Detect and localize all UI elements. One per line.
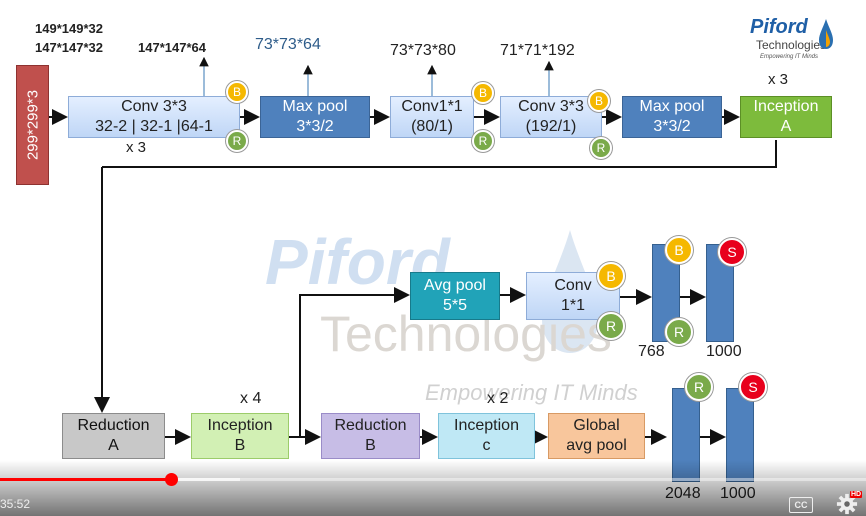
reduction-b-title: Reduction [334, 417, 407, 434]
maxpool-1-title: Max pool [282, 98, 348, 115]
badge-r-aux-conv: R [597, 312, 625, 340]
global-avg-pool-block: Global avg pool [548, 413, 645, 459]
maxpool-2-params: 3*3/2 [653, 118, 691, 135]
maxpool-1-block: Max pool 3*3/2 [260, 96, 370, 138]
maxpool-2-title: Max pool [639, 98, 705, 115]
conv3x3-b-title: Conv 3*3 [518, 98, 584, 115]
settings-gear-button[interactable]: HD [836, 491, 863, 515]
global-avg-pool-title: Global [573, 417, 620, 434]
inception-a-title: Inception [753, 98, 819, 115]
badge-r-conv3b: R [590, 137, 612, 159]
inception-b-title: Inception [207, 417, 273, 434]
inception-a-label: A [780, 118, 792, 135]
progress-scrubber-handle[interactable] [165, 473, 178, 486]
dim-147x64: 147*147*64 [138, 40, 206, 55]
badge-s-1000: S [739, 373, 767, 401]
repeat-x2-inception-c: x 2 [487, 390, 509, 407]
aux-1000-label: 1000 [706, 343, 742, 360]
badge-r-conv3: R [226, 130, 248, 152]
inception-b-block: Inception B [191, 413, 289, 459]
badge-b-aux-768: B [665, 236, 693, 264]
conv3x3-params: 32-2 | 32-1 |64-1 [95, 118, 213, 135]
input-dimension-bar: 299*299*3 [16, 65, 49, 185]
reduction-b-label: B [365, 437, 376, 454]
conv3x3-block: Conv 3*3 32-2 | 32-1 |64-1 [68, 96, 240, 138]
reduction-a-block: Reduction A [62, 413, 165, 459]
avg-pool-params: 5*5 [442, 297, 468, 314]
hd-badge: HD [850, 491, 863, 498]
reduction-a-title: Reduction [77, 417, 150, 434]
badge-r-2048: R [685, 373, 713, 401]
inception-b-label: B [234, 437, 246, 454]
maxpool-2-block: Max pool 3*3/2 [622, 96, 722, 138]
dim-73x64: 73*73*64 [255, 36, 321, 53]
reduction-b-block: Reduction B [321, 413, 420, 459]
dim-147x32: 147*147*32 [35, 40, 103, 55]
aux-conv-title: Conv [554, 277, 592, 294]
badge-b-conv3b: B [588, 90, 610, 112]
global-avg-pool-label: avg pool [566, 437, 627, 454]
maxpool-1-params: 3*3/2 [296, 118, 334, 135]
conv3x3-b-block: Conv 3*3 (192/1) [500, 96, 602, 138]
inception-a-block: Inception A [740, 96, 832, 138]
repeat-x4-inception-b: x 4 [240, 390, 262, 407]
badge-b-aux-conv: B [597, 262, 625, 290]
conv1x1-block: Conv1*1 (80/1) [390, 96, 474, 138]
badge-r-aux-768: R [665, 318, 693, 346]
conv3x3-title: Conv 3*3 [121, 98, 187, 115]
inception-c-block: Inception c [438, 413, 535, 459]
dim-149: 149*149*32 [35, 21, 103, 36]
logo-drop-icon [819, 19, 833, 49]
avg-pool-block: Avg pool 5*5 [410, 272, 500, 320]
conv1x1-params: (80/1) [411, 118, 453, 135]
repeat-x3-inception-a: x 3 [768, 71, 789, 88]
settings-gear-icon [836, 493, 858, 515]
dim-71x192: 71*71*192 [500, 42, 575, 59]
badge-r-conv1: R [472, 130, 494, 152]
avg-pool-title: Avg pool [424, 277, 486, 294]
watermark-tag: Empowering IT Minds [425, 380, 638, 405]
logo-name: Piford [750, 16, 808, 38]
badge-b-conv3: B [226, 81, 248, 103]
aux-768-label: 768 [638, 343, 665, 360]
inception-c-label: c [482, 437, 491, 454]
progress-track[interactable] [0, 478, 866, 481]
cc-button[interactable]: CC [789, 497, 813, 513]
input-dimension-label: 299*299*3 [24, 89, 41, 161]
badge-s-aux-1000: S [718, 238, 746, 266]
badge-b-conv1: B [472, 82, 494, 104]
conv3x3-b-params: (192/1) [525, 118, 577, 135]
time-display: 35:52 [0, 497, 31, 511]
player-gradient [0, 460, 866, 516]
repeat-x3-conv: x 3 [126, 139, 147, 156]
aux-conv-params: 1*1 [560, 297, 586, 314]
logo-tag: Empowering IT Minds [760, 54, 819, 60]
progress-played [0, 478, 173, 481]
reduction-a-label: A [108, 437, 119, 454]
aux-conv-block: Conv 1*1 [526, 272, 620, 320]
inception-c-title: Inception [454, 417, 519, 434]
dim-73x80: 73*73*80 [390, 42, 456, 59]
logo-sub: Technologies [756, 38, 827, 52]
piford-logo: Piford Technologies Empowering IT Minds [742, 16, 842, 66]
conv1x1-title: Conv1*1 [401, 98, 463, 115]
